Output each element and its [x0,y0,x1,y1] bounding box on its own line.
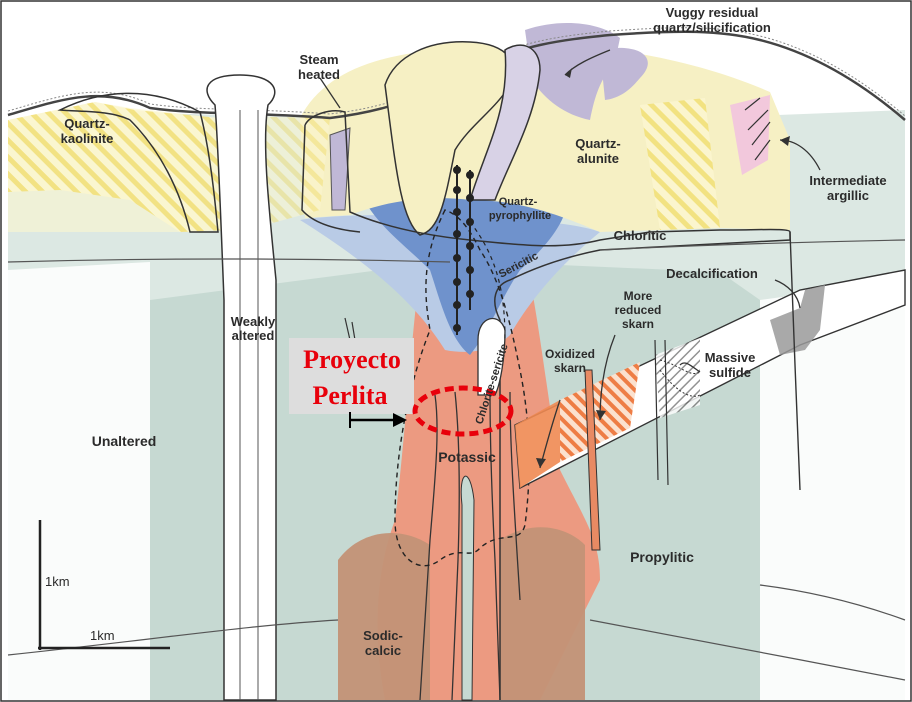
project-name-line1: Proyecto [303,345,401,374]
oxidized-skarn-label-1: Oxidized [545,347,595,361]
quartz-kaolinite-label-1: Quartz- [64,116,110,131]
project-name-line2: Perlita [312,381,387,410]
quartz-alunite-label-1: Quartz- [575,136,621,151]
sodic-calcic-label-1: Sodic- [363,628,403,643]
massive-sulfide-label-1: Massive [705,350,756,365]
oxidized-skarn-label-2: skarn [554,361,586,375]
steam-label-1: Steam [299,52,338,67]
sodic-calcic-label-2: calcic [365,643,401,658]
sodic-calcic-zone-right [500,527,585,700]
weakly-altered-label-1: Weakly [231,314,276,329]
weakly-altered-label-2: altered [232,328,275,343]
more-reduced-skarn-label-3: skarn [622,317,654,331]
propylitic-label: Propylitic [630,549,694,565]
steam-label-2: heated [298,67,340,82]
vuggy-label-2: quartz/silicification [653,20,771,35]
quartz-pyrophyllite-label-2: pyrophyllite [489,210,551,222]
intermediate-argillic-label-1: Intermediate [809,173,886,188]
scale-vertical-label: 1km [45,574,70,589]
scale-horizontal-label: 1km [90,628,115,643]
unaltered-zone-left [8,262,150,700]
massive-sulfide-label-2: sulfide [709,365,751,380]
more-reduced-skarn-label-2: reduced [615,303,662,317]
potassic-label: Potassic [438,449,496,465]
vuggy-label-1: Vuggy residual [666,5,759,20]
intermediate-argillic-label-2: argillic [827,188,869,203]
more-reduced-skarn-label-1: More [624,289,653,303]
quartz-alunite-label-2: alunite [577,151,619,166]
decalcification-label: Decalcification [666,266,758,281]
sodic-calcic-zone [338,533,430,700]
quartz-kaolinite-label-2: kaolinite [61,131,114,146]
unaltered-label: Unaltered [92,433,157,449]
quartz-pyrophyllite-label-1: Quartz- [499,196,538,208]
central-plug [461,476,474,700]
chloritic-label: Chloritic [614,228,667,243]
